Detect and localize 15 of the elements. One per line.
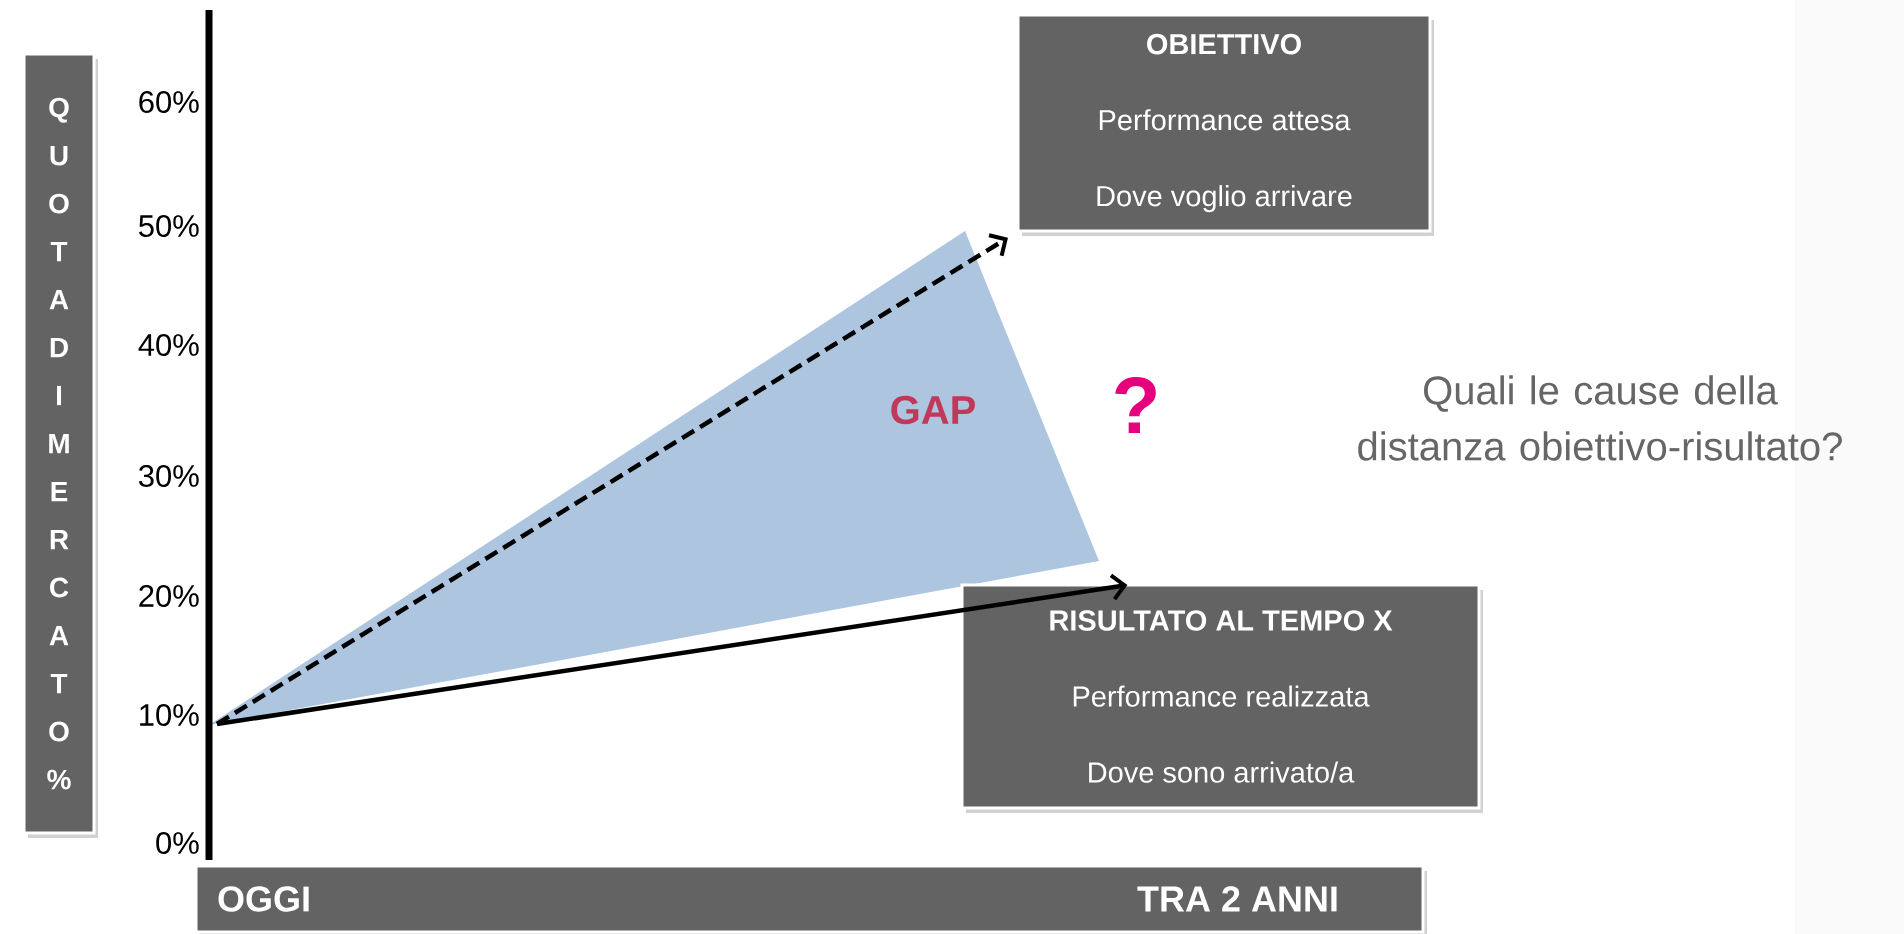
question-mark: ? <box>1115 377 1156 433</box>
tick-label: 30% <box>138 465 199 487</box>
question-text: Quali le cause della distanza obiettivo-risultato? <box>1358 375 1842 461</box>
tick-label: 50% <box>139 215 199 237</box>
result-box: RISULTATO AL TEMPO X Performance realizzata Dove sono arrivato/a <box>960 583 1481 810</box>
tick-label: 60% <box>139 91 199 113</box>
tick-label: 10% <box>140 704 199 726</box>
tick-label: 20% <box>139 585 199 607</box>
gap-label: GAP <box>891 395 975 425</box>
tick-label: 0% <box>156 832 199 854</box>
goal-box: OBIETTIVO Performance attesa Dove voglio arrivare <box>1016 13 1432 233</box>
arrow <box>216 573 1128 727</box>
axis-title-box: QUOTA DI MERCATO % <box>22 52 96 835</box>
time-axis-bar: OGGI TRA 2 ANNI <box>194 864 1425 934</box>
tick-label: 40% <box>138 334 199 356</box>
